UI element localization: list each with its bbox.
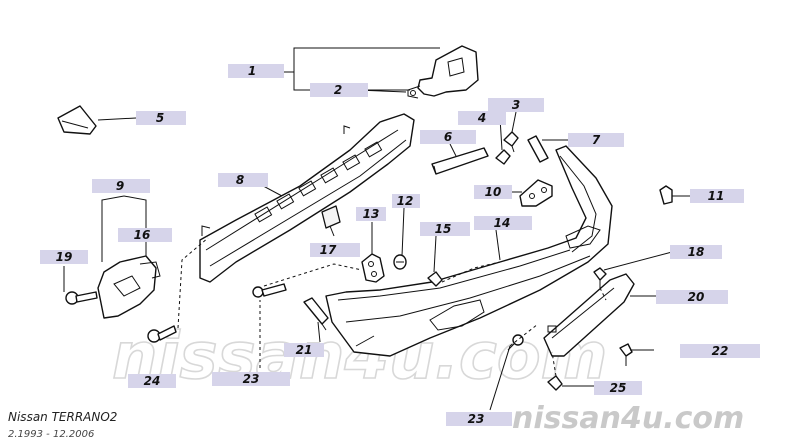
part-7-strip bbox=[527, 135, 549, 163]
part-18-screw bbox=[593, 267, 607, 288]
part-21-stay bbox=[303, 297, 329, 331]
callout-18: 18 bbox=[670, 245, 722, 259]
callout-12: 12 bbox=[392, 194, 420, 208]
part-20-side-molding bbox=[543, 273, 635, 357]
svg-text:18: 18 bbox=[688, 245, 705, 259]
callout-23-lower: 23 bbox=[446, 412, 512, 426]
svg-text:23: 23 bbox=[243, 372, 260, 386]
callout-14: 14 bbox=[474, 216, 532, 230]
callout-9: 9 bbox=[92, 179, 150, 193]
part-8-bumper-reinforcement bbox=[199, 113, 415, 283]
part-3-clip bbox=[503, 131, 519, 153]
part-23-bolt bbox=[252, 283, 287, 298]
callout-24: 24 bbox=[128, 374, 176, 388]
svg-text:5: 5 bbox=[156, 111, 164, 125]
svg-text:21: 21 bbox=[296, 343, 313, 357]
callout-25: 25 bbox=[594, 381, 642, 395]
svg-text:4: 4 bbox=[477, 111, 486, 125]
part-16-mudguard bbox=[97, 255, 161, 319]
part-19-screw bbox=[65, 291, 98, 305]
callout-17: 17 bbox=[310, 243, 360, 257]
leader-lines bbox=[63, 47, 696, 411]
callout-23-upper: 23 bbox=[212, 372, 290, 386]
svg-text:23: 23 bbox=[468, 412, 485, 426]
callout-16: 16 bbox=[118, 228, 172, 242]
callout-11: 11 bbox=[690, 189, 744, 203]
part-14-bumper-fascia bbox=[325, 145, 613, 357]
callout-1: 1 bbox=[228, 64, 284, 78]
part-5-corner-trim bbox=[57, 105, 97, 135]
callout-2: 2 bbox=[310, 83, 368, 97]
part-10-bracket bbox=[519, 179, 553, 207]
svg-text:22: 22 bbox=[712, 344, 729, 358]
svg-text:17: 17 bbox=[320, 243, 337, 257]
part-17-pad bbox=[321, 205, 341, 229]
svg-text:24: 24 bbox=[144, 374, 161, 388]
svg-text:14: 14 bbox=[494, 216, 511, 230]
callout-21: 21 bbox=[284, 343, 324, 357]
callout-5: 5 bbox=[136, 111, 186, 125]
watermark-site: nissan4u.com bbox=[512, 401, 744, 436]
svg-text:20: 20 bbox=[688, 290, 705, 304]
part-24-bolt bbox=[147, 325, 177, 343]
callout-19: 19 bbox=[40, 250, 88, 264]
svg-text:6: 6 bbox=[444, 130, 452, 144]
callout-7: 7 bbox=[568, 133, 624, 147]
vehicle-years: 2.1993 - 12.2006 bbox=[8, 429, 94, 440]
part-15-clip bbox=[427, 271, 443, 287]
svg-text:9: 9 bbox=[116, 179, 124, 193]
callout-15: 15 bbox=[420, 222, 470, 236]
svg-text:16: 16 bbox=[134, 228, 151, 242]
part-12-grommet bbox=[393, 254, 407, 270]
callout-6: 6 bbox=[420, 130, 476, 144]
part-11-clip bbox=[659, 185, 673, 205]
callout-13: 13 bbox=[356, 207, 386, 221]
svg-text:8: 8 bbox=[236, 173, 244, 187]
part-25-clip bbox=[547, 375, 563, 391]
svg-text:10: 10 bbox=[485, 185, 502, 199]
svg-text:13: 13 bbox=[363, 207, 380, 221]
part-2-mudguard-bracket bbox=[407, 45, 479, 99]
svg-text:19: 19 bbox=[56, 250, 73, 264]
callout-22: 22 bbox=[680, 344, 760, 358]
svg-text:1: 1 bbox=[248, 64, 256, 78]
callout-10: 10 bbox=[474, 185, 512, 199]
part-6-spacer bbox=[431, 147, 489, 175]
svg-text:3: 3 bbox=[512, 98, 520, 112]
svg-text:12: 12 bbox=[397, 194, 414, 208]
svg-text:7: 7 bbox=[592, 133, 601, 147]
svg-text:11: 11 bbox=[708, 189, 725, 203]
part-4-clip bbox=[495, 149, 511, 165]
part-22-screw bbox=[619, 343, 633, 366]
svg-text:15: 15 bbox=[435, 222, 452, 236]
svg-text:2: 2 bbox=[334, 83, 342, 97]
callout-8: 8 bbox=[218, 173, 268, 187]
vehicle-model: Nissan TERRANO2 bbox=[8, 410, 117, 424]
svg-text:25: 25 bbox=[610, 381, 627, 395]
part-13-bracket bbox=[361, 253, 385, 283]
callout-3: 3 bbox=[488, 98, 544, 112]
callout-20: 20 bbox=[656, 290, 728, 304]
callout-4: 4 bbox=[458, 111, 506, 125]
